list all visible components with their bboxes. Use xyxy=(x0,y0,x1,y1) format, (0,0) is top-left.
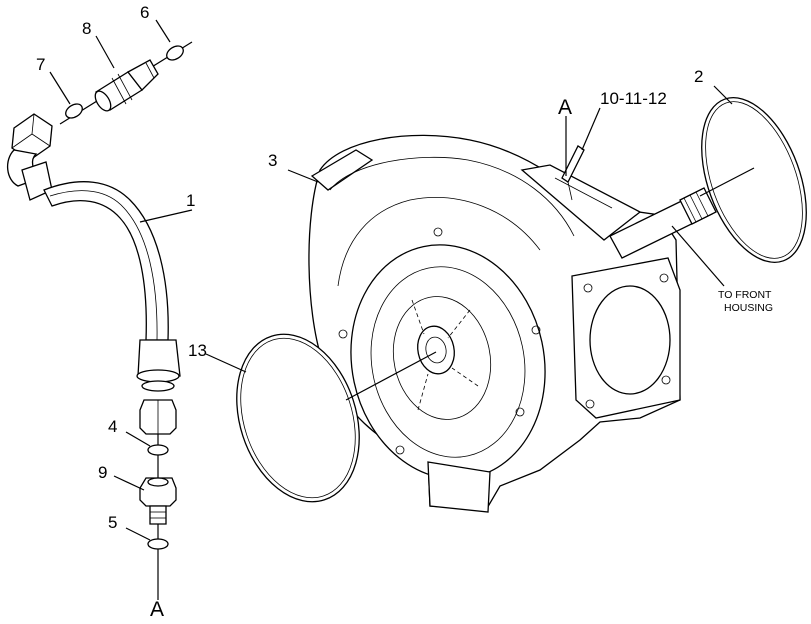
hex-nut xyxy=(139,399,177,435)
callout-10-11-12: 10-11-12 xyxy=(600,89,667,108)
note-to-front-line2: HOUSING xyxy=(724,302,773,314)
callout-3: 3 xyxy=(268,151,277,170)
outlet-port xyxy=(589,285,671,395)
leader-2 xyxy=(713,85,733,105)
tube-end-fitting xyxy=(136,339,181,392)
centerline-seal-2 xyxy=(699,167,755,197)
connector-fitting-9 xyxy=(139,477,177,525)
leader-10-11-12 xyxy=(581,107,601,151)
leader-3 xyxy=(287,169,319,183)
callout-2: 2 xyxy=(694,67,703,86)
oil-tube-1 xyxy=(43,181,169,341)
leader-7 xyxy=(49,71,71,105)
turbine-housing-3 xyxy=(308,134,717,513)
tube-elbow-nut xyxy=(7,113,53,201)
leader-to-front-housing xyxy=(671,225,725,287)
callout-8: 8 xyxy=(82,19,91,38)
connector-fitting-8 xyxy=(94,59,159,112)
leader-9 xyxy=(113,475,145,491)
leader-6 xyxy=(155,19,171,43)
inlet-hub xyxy=(417,325,455,375)
reference-a-top: A xyxy=(558,96,572,119)
leader-4 xyxy=(125,431,151,447)
leader-13 xyxy=(205,353,247,373)
callout-13: 13 xyxy=(188,341,207,360)
seal-ring-4 xyxy=(147,444,169,456)
callout-4: 4 xyxy=(108,417,117,436)
callout-5: 5 xyxy=(108,513,117,532)
seal-ring-7 xyxy=(65,103,83,119)
note-to-front-line1: TO FRONT xyxy=(718,289,772,301)
seal-ring-6 xyxy=(166,45,184,61)
leader-8 xyxy=(95,35,115,69)
seal-ring-5 xyxy=(147,538,169,550)
reference-a-bottom: A xyxy=(150,598,164,621)
callout-7: 7 xyxy=(36,55,45,74)
leader-5 xyxy=(125,527,151,541)
callout-6: 6 xyxy=(140,3,149,22)
seal-ring-2 xyxy=(701,97,807,263)
centerline-seal-13 xyxy=(345,351,437,401)
callout-9: 9 xyxy=(98,463,107,482)
leader-1 xyxy=(139,209,193,223)
callout-1: 1 xyxy=(186,191,195,210)
seal-ring-13 xyxy=(236,333,360,503)
